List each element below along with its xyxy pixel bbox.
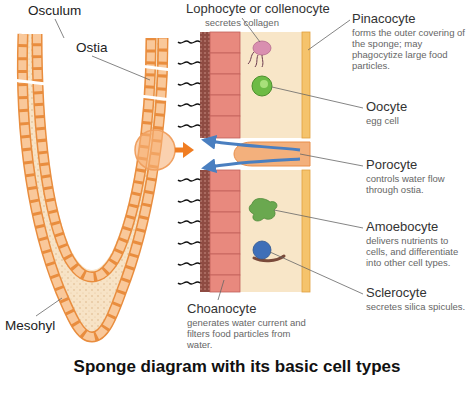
cell-description: controls water flow through ostia.	[366, 174, 466, 196]
cell-description: secretes collagen	[205, 18, 325, 29]
cell-name: Choanocyte	[187, 302, 307, 317]
zoom-arrow-head	[183, 142, 194, 158]
wall-cells-outer	[22, 34, 163, 337]
leader-line	[270, 252, 363, 294]
leader-line	[218, 280, 224, 300]
choanocyte-cell	[210, 74, 240, 95]
oocyte-cell	[252, 76, 272, 96]
water-flow-arrow	[204, 140, 300, 150]
amoebocyte-cell	[249, 199, 277, 221]
leader-line	[300, 154, 363, 166]
pinacocyte-layer	[302, 170, 310, 292]
cell-name: Oocyte	[366, 100, 470, 115]
zoom-highlight	[135, 130, 175, 170]
leader-line	[308, 20, 350, 50]
lophocyte-cell	[253, 41, 271, 55]
leader-line	[36, 298, 62, 316]
flagellum	[178, 179, 200, 181]
oocyte-nucleus	[260, 80, 268, 88]
cell-description: forms the outer covering of the sponge; …	[352, 28, 470, 72]
flagellum	[178, 125, 200, 127]
ostium-gap	[140, 96, 172, 100]
wall-cells-inner	[37, 34, 151, 277]
collar-band	[200, 170, 210, 292]
figure-title: Sponge diagram with its basic cell types	[0, 357, 474, 377]
flagellum	[178, 104, 200, 106]
cell-name: Pinacocyte	[352, 12, 472, 27]
flagellum	[178, 83, 200, 85]
choanocyte-cell	[210, 212, 240, 233]
choanocyte-cell	[210, 170, 240, 191]
choanocyte-cells	[210, 32, 240, 292]
part-name: Ostia	[76, 40, 136, 56]
pinacocyte-layer	[302, 32, 310, 138]
flagellum	[178, 200, 200, 202]
part-name: Osculum	[28, 3, 108, 19]
flagellum	[178, 263, 200, 265]
cell-description: generates water current and filters food…	[187, 318, 312, 351]
cell-name: Amoebocyte	[366, 220, 470, 235]
sponge-body	[12, 34, 194, 342]
wall-cells-inner	[37, 34, 151, 277]
choanocyte-cell	[210, 191, 240, 212]
cell-description: secretes silica spicules.	[366, 302, 466, 313]
choanocyte-cell	[210, 233, 240, 254]
cell-description: delivers nutrients to cells, and differe…	[366, 236, 472, 269]
wall-cells-outer	[22, 34, 163, 337]
sponge-wall	[17, 34, 168, 342]
zoom-arrow	[175, 148, 184, 153]
leader-lines	[36, 18, 363, 316]
flagellum	[178, 41, 200, 43]
flagella	[178, 41, 200, 284]
collar-band	[200, 32, 210, 138]
flagellum	[178, 62, 200, 64]
cell-name: Lophocyte or collenocyte	[186, 2, 354, 17]
cell-name: Porocyte	[366, 158, 470, 173]
mesohyl-matrix	[240, 32, 302, 138]
choanocyte-cell	[210, 116, 240, 138]
leader-line	[272, 87, 363, 108]
choanocyte-cell	[210, 53, 240, 74]
choanocyte-cell	[210, 254, 240, 275]
water-flow-arrow	[204, 159, 300, 168]
wall-section	[178, 32, 310, 292]
cell-description: egg cell	[366, 116, 470, 127]
part-name: Mesohyl	[5, 318, 85, 334]
mesohyl-matrix	[240, 170, 302, 292]
choanocyte-cell	[210, 32, 240, 53]
leader-line	[55, 19, 64, 38]
leader-line	[92, 56, 150, 80]
flagellum	[178, 221, 200, 223]
flagellum	[178, 242, 200, 244]
cell-name: Sclerocyte	[366, 286, 470, 301]
flagellum	[178, 282, 200, 284]
choanocyte-cell	[210, 95, 240, 116]
choanocyte-cell	[210, 275, 240, 292]
sclerocyte-cell	[253, 241, 271, 259]
ostium-gap	[140, 66, 172, 70]
leader-line	[274, 210, 363, 228]
ostium-gap	[12, 80, 46, 84]
collagen-fibres	[248, 52, 263, 67]
